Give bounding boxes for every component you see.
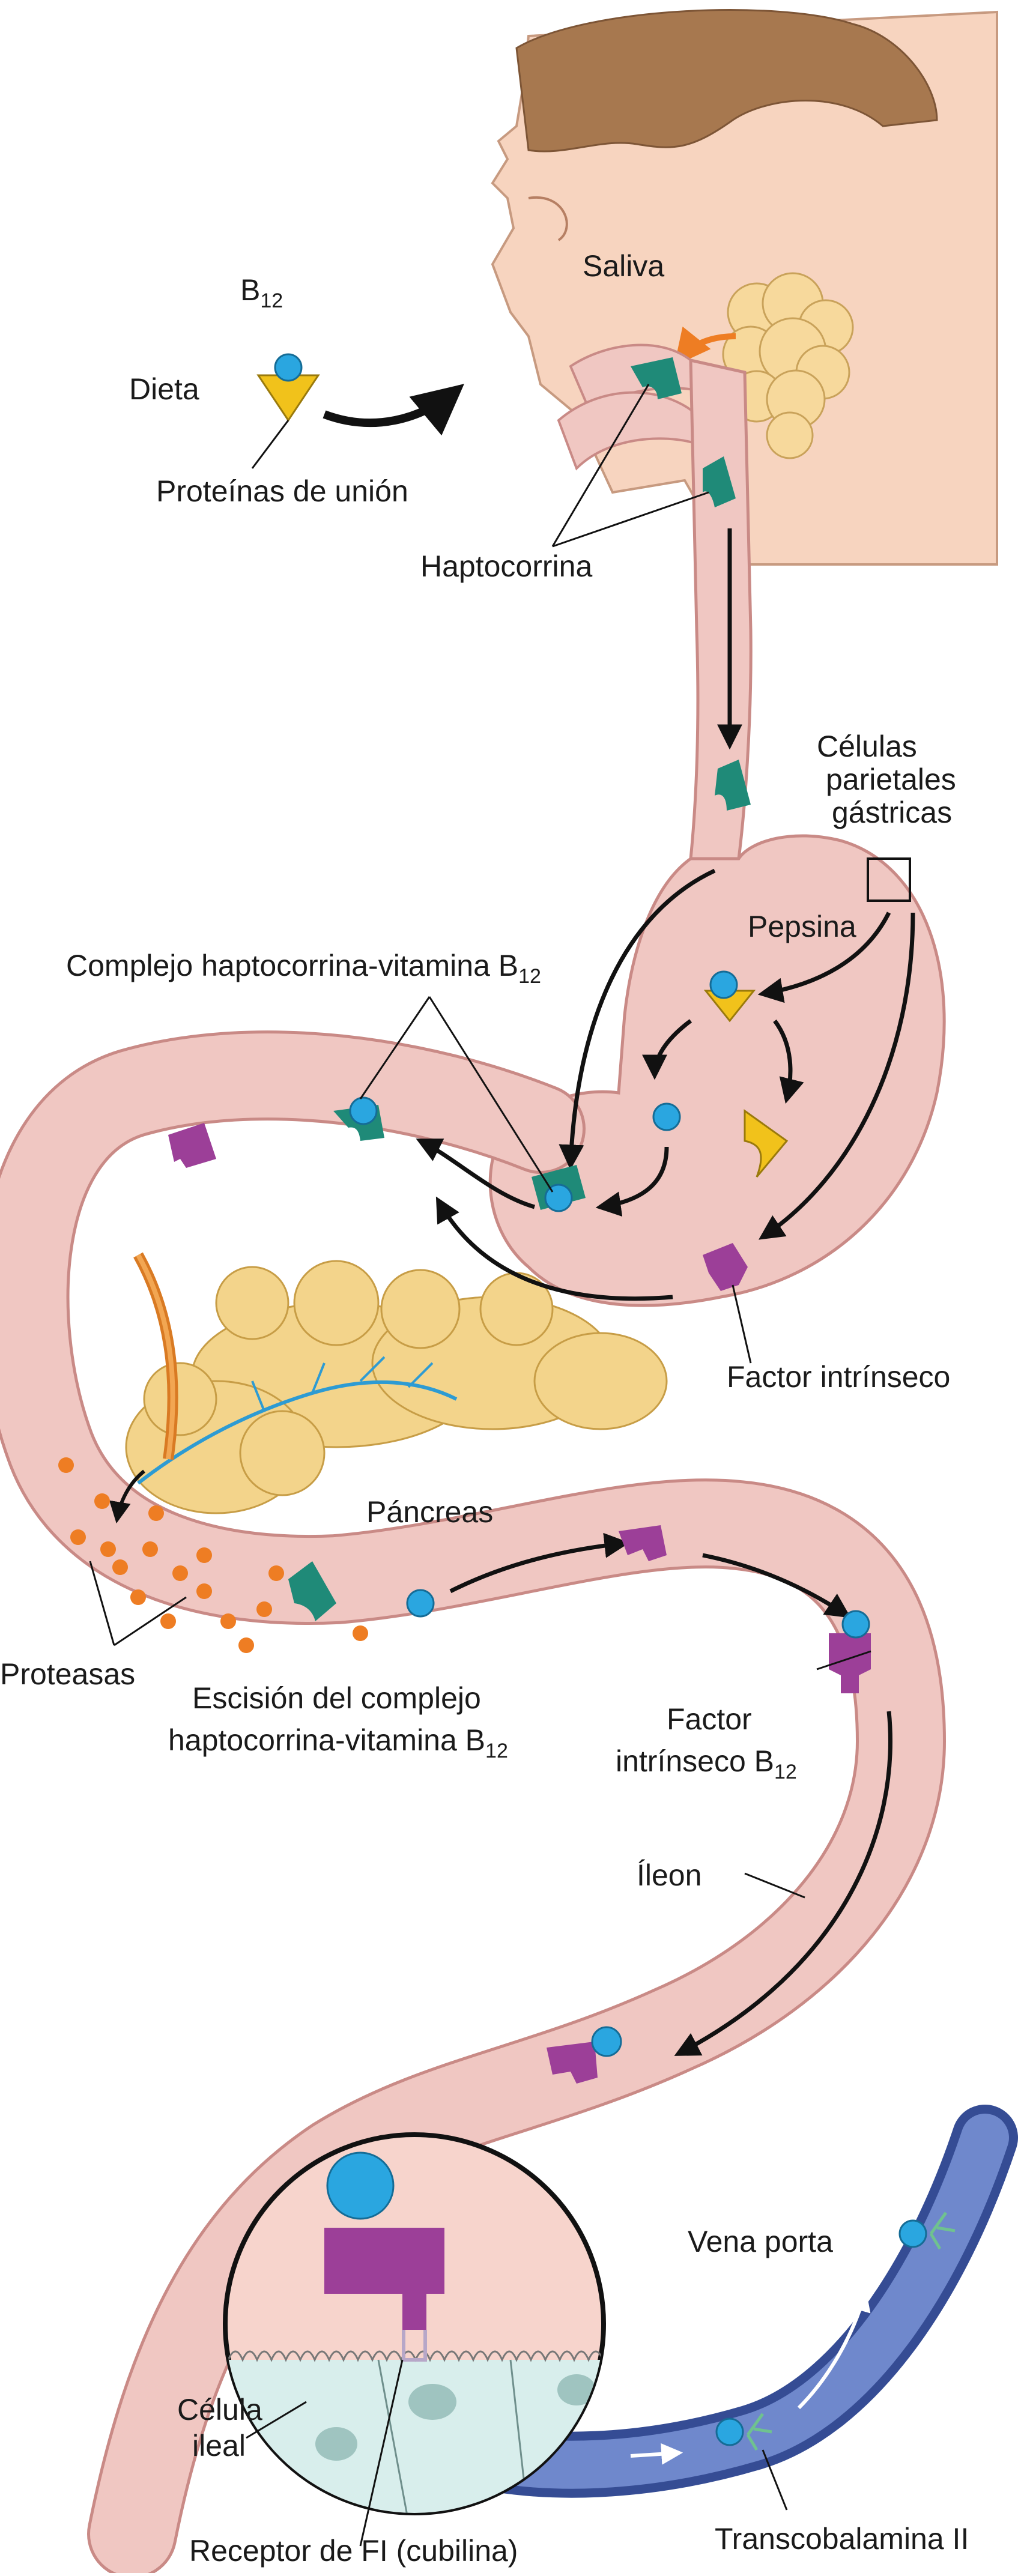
label-celula-ileal-1: Célula — [177, 2393, 262, 2426]
if-b12-receptor-complex — [324, 2151, 444, 2362]
protease-dots — [58, 1457, 368, 1653]
label-factor-intrinseco: Factor intrínseco — [727, 1360, 950, 1394]
pancreatic-duct — [137, 1380, 458, 1485]
label-receptor: Receptor de FI (cubilina) — [189, 2534, 518, 2568]
label-dieta: Dieta — [129, 372, 199, 406]
label-escision-1: Escisión del complejo — [192, 1681, 481, 1715]
parietal-cell-box — [867, 857, 911, 902]
digestive-tract — [0, 358, 947, 2576]
leader-lines — [89, 384, 871, 2547]
label-proteinas: Proteínas de unión — [156, 474, 408, 508]
hair — [515, 9, 938, 153]
label-escision-2: haptocorrina-vitamina B12 — [168, 1723, 508, 1762]
portal-vein — [423, 2105, 1018, 2498]
transcobalamin-molecules — [715, 2212, 956, 2451]
label-proteasas: Proteasas — [0, 1657, 135, 1691]
label-celulas-2: parietales — [826, 763, 956, 796]
label-celula-ileal-2: ileal — [192, 2429, 246, 2463]
label-pancreas: Páncreas — [366, 1495, 493, 1529]
label-saliva: Saliva — [583, 249, 664, 283]
label-transcobalamina: Transcobalamina II — [715, 2522, 969, 2556]
label-haptocorrina: Haptocorrina — [420, 549, 592, 583]
label-fib12-2: intrínseco B12 — [616, 1744, 797, 1783]
label-ileon: Íleon — [637, 1858, 701, 1892]
duct-outflow-arrow — [109, 1469, 145, 1524]
flow-arrows — [323, 384, 915, 2056]
diet-b12-binding-protein — [256, 353, 320, 422]
label-celulas-3: gástricas — [832, 796, 952, 829]
label-fib12-1: Factor — [667, 1702, 752, 1736]
label-vena-porta: Vena porta — [688, 2225, 833, 2258]
label-celulas-1: Células — [817, 730, 917, 763]
label-pepsina: Pepsina — [748, 910, 856, 943]
label-complejo: Complejo haptocorrina-vitamina B12 — [66, 949, 541, 988]
intrinsic-factor-molecules — [168, 1123, 871, 2084]
stomach-binding-protein — [652, 970, 789, 1178]
stomach — [488, 834, 946, 1307]
label-b12: B12 — [240, 273, 283, 312]
